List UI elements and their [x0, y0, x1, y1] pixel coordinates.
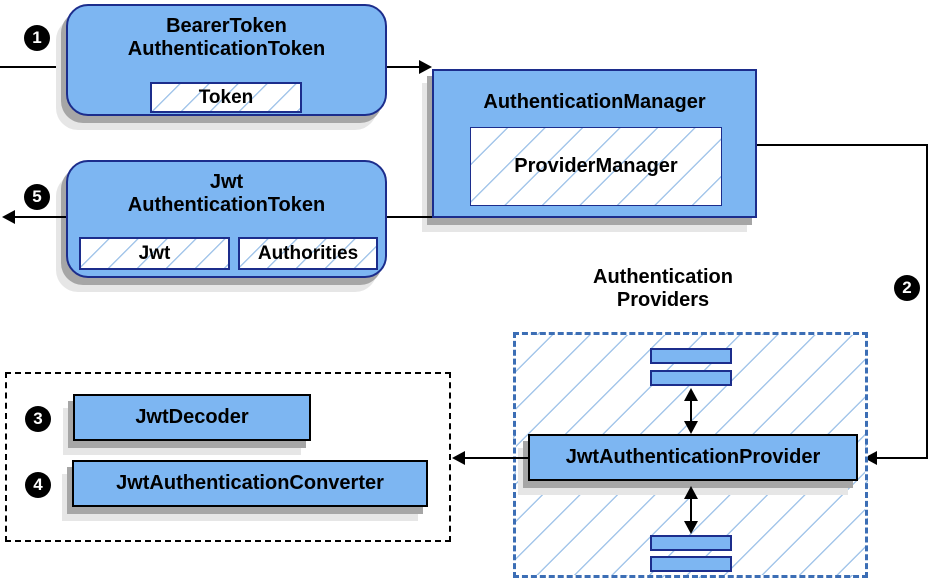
- authentication-manager-title: AuthenticationManager: [483, 91, 706, 113]
- authentication-manager-node: AuthenticationManager ProviderManager: [432, 69, 757, 218]
- provider-list-arrow-top-line: [690, 399, 692, 423]
- provider-to-decoder-line: [465, 457, 528, 459]
- token-label: Token: [198, 86, 254, 108]
- authentication-providers-label-line2: Providers: [616, 289, 710, 311]
- step-1-number: 1: [32, 28, 42, 47]
- jwt-token-title-line1: Jwt: [209, 171, 244, 193]
- step-2-line-top: [757, 144, 928, 146]
- bearer-token-title: BearerToken AuthenticationToken: [68, 6, 385, 61]
- provider-manager-label: ProviderManager: [514, 155, 678, 177]
- jwt-authentication-converter-node: JwtAuthenticationConverter: [72, 460, 428, 507]
- bearer-to-manager-arrowhead-icon: [419, 60, 432, 74]
- provider-list-arrow-top-down-icon: [684, 421, 698, 434]
- provider-list-arrow-bottom-line: [690, 497, 692, 523]
- bearer-token-title-line2: AuthenticationToken: [127, 38, 326, 60]
- step-2-line-vertical: [926, 144, 928, 459]
- provider-list-arrow-bottom-down-icon: [684, 521, 698, 534]
- jwt-authentication-provider-node: JwtAuthenticationProvider: [528, 434, 858, 481]
- step-1-line: [0, 66, 66, 68]
- step-5-number: 5: [32, 187, 42, 206]
- decoder-converter-group: [5, 372, 451, 542]
- bearer-token-title-line1: BearerToken: [166, 15, 287, 37]
- step-5-line: [14, 216, 66, 218]
- provider-bar-1: [650, 348, 732, 364]
- token-inner-box: Token: [150, 82, 302, 113]
- provider-bar-3: [650, 535, 732, 551]
- step-5-marker: 5: [24, 184, 50, 210]
- jwt-authentication-converter-label: JwtAuthenticationConverter: [116, 472, 384, 494]
- authentication-providers-label-line1: Authentication: [593, 266, 733, 288]
- manager-to-jwt-token-line: [387, 216, 432, 218]
- provider-list-arrow-top-up-icon: [684, 388, 698, 401]
- authorities-inner-box: Authorities: [238, 237, 378, 270]
- jwt-inner-box: Jwt: [79, 237, 230, 270]
- bearer-to-manager-line: [387, 66, 419, 68]
- provider-list-arrow-bottom-up-icon: [684, 486, 698, 499]
- step-5-arrowhead-icon: [2, 210, 15, 224]
- step-1-marker: 1: [24, 25, 50, 51]
- jwt-authentication-token-node: Jwt AuthenticationToken Jwt Authorities: [66, 160, 387, 278]
- jwt-decoder-node: JwtDecoder: [73, 394, 311, 441]
- jwt-decoder-label: JwtDecoder: [135, 406, 249, 428]
- authorities-label: Authorities: [257, 242, 359, 264]
- authentication-providers-label: Authentication Providers: [563, 266, 763, 312]
- provider-manager-inner-box: ProviderManager: [470, 127, 722, 206]
- provider-bar-2: [650, 370, 732, 386]
- step-3-marker: 3: [25, 406, 51, 432]
- provider-bar-4: [650, 556, 732, 572]
- jwt-label: Jwt: [138, 242, 171, 264]
- step-2-marker: 2: [894, 275, 920, 301]
- jwt-token-title: Jwt AuthenticationToken: [68, 162, 385, 217]
- step-3-number: 3: [33, 409, 43, 428]
- bearer-token-authentication-token-node: BearerToken AuthenticationToken Token: [66, 4, 387, 116]
- provider-to-decoder-arrowhead-icon: [452, 451, 465, 465]
- step-4-number: 4: [33, 475, 43, 494]
- step-2-number: 2: [902, 278, 912, 297]
- jwt-token-title-line2: AuthenticationToken: [127, 194, 326, 216]
- jwt-authentication-provider-label: JwtAuthenticationProvider: [565, 446, 821, 468]
- step-4-marker: 4: [25, 472, 51, 498]
- step-2-line-bottom: [877, 457, 928, 459]
